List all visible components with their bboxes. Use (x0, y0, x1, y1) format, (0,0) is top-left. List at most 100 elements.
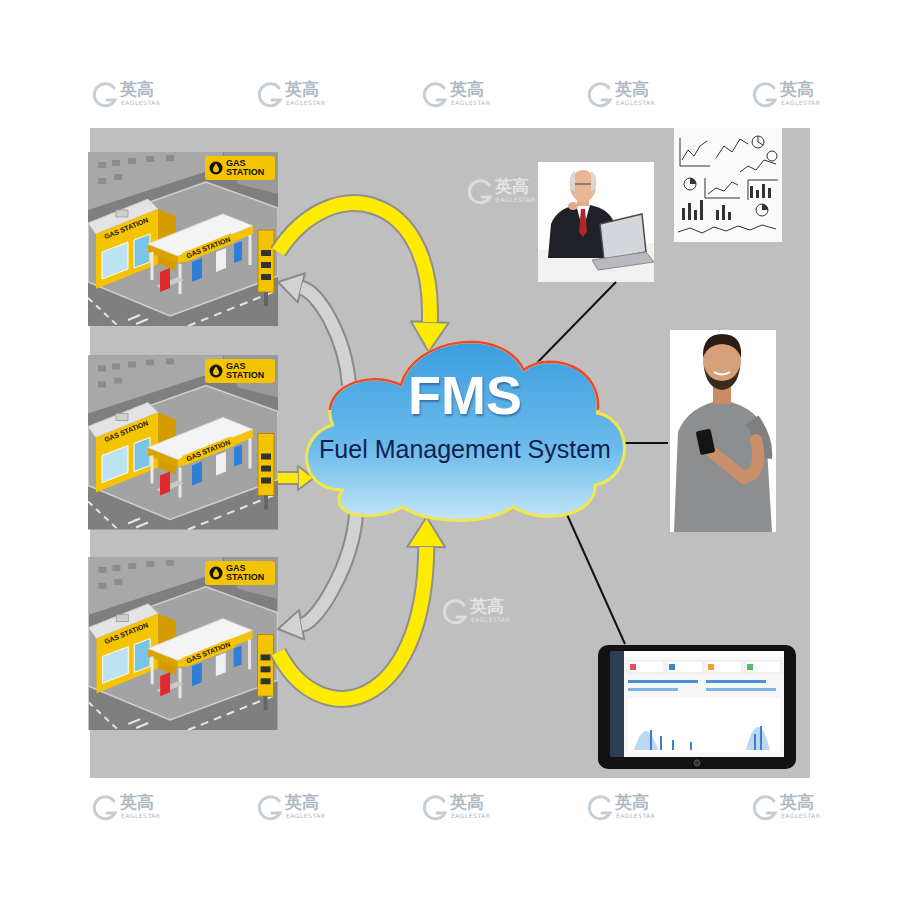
watermark-text: 英高 (780, 80, 814, 98)
arrow-body (302, 515, 356, 625)
watermark-text: 英高 (470, 597, 504, 615)
tablet-dashboard-part-part (672, 740, 674, 750)
tablet-dashboard-part-part (760, 726, 762, 750)
analytics-sketches-part-part (728, 212, 731, 220)
tablet-dashboard-part-part (660, 736, 662, 750)
icon-drop (213, 569, 219, 578)
arrow-outline (278, 203, 430, 322)
tablet-dashboard-part (628, 661, 664, 673)
watermark-logo-part (259, 84, 280, 106)
arrow-body (301, 288, 349, 385)
tablet-dashboard-part (706, 680, 766, 683)
cloud-text-line: FMS (294, 367, 636, 423)
cloud-text-block: FMS Fuel Management System (294, 325, 636, 465)
manager-at-laptop-part (570, 170, 596, 202)
watermark-logo-part (589, 797, 610, 819)
gas-station-illustration (89, 557, 278, 730)
cloud-shape (294, 325, 636, 525)
watermark-logo-part (94, 797, 115, 819)
watermark-logo-part (424, 797, 445, 819)
analytics-sketches (674, 128, 782, 242)
man-with-phone-part (696, 429, 716, 456)
tablet-dashboard-part (694, 760, 700, 766)
analytics-sketches-part (682, 184, 771, 220)
analytics-sketches-part-part (700, 200, 703, 220)
watermark-text: 英高 (450, 793, 484, 811)
watermark-text: EAGLESTAR (496, 196, 535, 203)
system-name: Fuel Management System (319, 433, 611, 465)
tablet-dashboard-part (610, 651, 624, 757)
manager-at-laptop-part (575, 184, 591, 185)
flow-arrow (278, 515, 356, 640)
manager-at-laptop-part (591, 171, 596, 192)
arrow-outline (278, 471, 298, 485)
watermark-text: EAGLESTAR (286, 812, 325, 819)
icon-disc (210, 365, 223, 378)
analytics-sketches-part-part (688, 203, 691, 220)
watermark-text: EAGLESTAR (286, 99, 325, 106)
analytics-sketches-part (674, 128, 782, 242)
tablet-dashboard-part-part (690, 742, 692, 750)
cloud-body (307, 342, 625, 521)
manager-at-laptop-part (570, 171, 575, 192)
cloud-node: FMS Fuel Management System (294, 325, 636, 525)
watermark-text: 英高 (285, 80, 319, 98)
analytics-sketches-part (762, 204, 768, 210)
analytics-sketches-part-part (752, 136, 764, 148)
tablet-dashboard-part (610, 651, 784, 757)
tablet-dashboard-part (628, 688, 678, 691)
manager-at-laptop (538, 162, 654, 282)
flow-arrow (278, 517, 445, 699)
icon-drop (213, 367, 219, 376)
arrow-head (278, 273, 305, 302)
icon-disc (210, 567, 223, 580)
watermark-text: 英高 (615, 793, 649, 811)
arrow-outline (302, 515, 356, 625)
tablet-dashboard-part (746, 727, 770, 750)
icon-disc (210, 162, 223, 175)
station-badge-text-block: GAS STATION (226, 159, 270, 177)
gas-station-node: GAS STATION (88, 355, 278, 530)
analytics-sketches-part-part (767, 151, 777, 161)
arrow-outline (301, 288, 349, 385)
watermark-text: EAGLESTAR (451, 99, 490, 106)
arrow-head (278, 610, 304, 640)
station-badge-text: GAS STATION (226, 564, 270, 582)
station-badge: GAS STATION (205, 561, 275, 585)
station-badge-text-block: GAS STATION (226, 362, 270, 380)
watermark-logo-part (589, 84, 610, 106)
station-badge: GAS STATION (205, 359, 275, 383)
man-with-phone-part (712, 440, 758, 478)
man-with-phone (670, 330, 776, 532)
tablet-dashboard-part (669, 664, 675, 670)
tablet-dashboard-part (667, 661, 703, 673)
arrow-body (278, 203, 430, 322)
watermark-text: 英高 (450, 80, 484, 98)
analytics-sketches-part-part (750, 186, 753, 198)
watermark-text: 英高 (285, 793, 319, 811)
building-sign-text: GAS STATION (100, 619, 153, 648)
watermark-text: 英高 (120, 793, 154, 811)
man-with-phone-part (670, 330, 776, 532)
analytics-sketches-part-part (682, 141, 707, 160)
canopy-sign-text: GAS STATION (182, 638, 235, 667)
system-acronym: FMS (408, 367, 522, 423)
analytics-sketches-part-part (682, 208, 685, 220)
gas-station-illustration (88, 356, 278, 530)
analytics-sketches-part (678, 136, 778, 233)
analytics-sketches-part-part (708, 182, 738, 194)
tablet-dashboard-part (745, 661, 781, 673)
arrow-body (278, 547, 426, 699)
watermark-text: EAGLESTAR (781, 99, 820, 106)
canopy-sign-text: GAS STATION (182, 233, 235, 262)
tablet-dashboard-part (598, 645, 796, 769)
watermark-text: 英高 (120, 80, 154, 98)
watermark-text: 英高 (615, 80, 649, 98)
station-badge-text-block: GAS STATION (226, 564, 270, 582)
analytics-sketches-part-part (716, 210, 719, 220)
watermark-logo-part (754, 84, 775, 106)
gas-station-illustration (88, 152, 278, 326)
